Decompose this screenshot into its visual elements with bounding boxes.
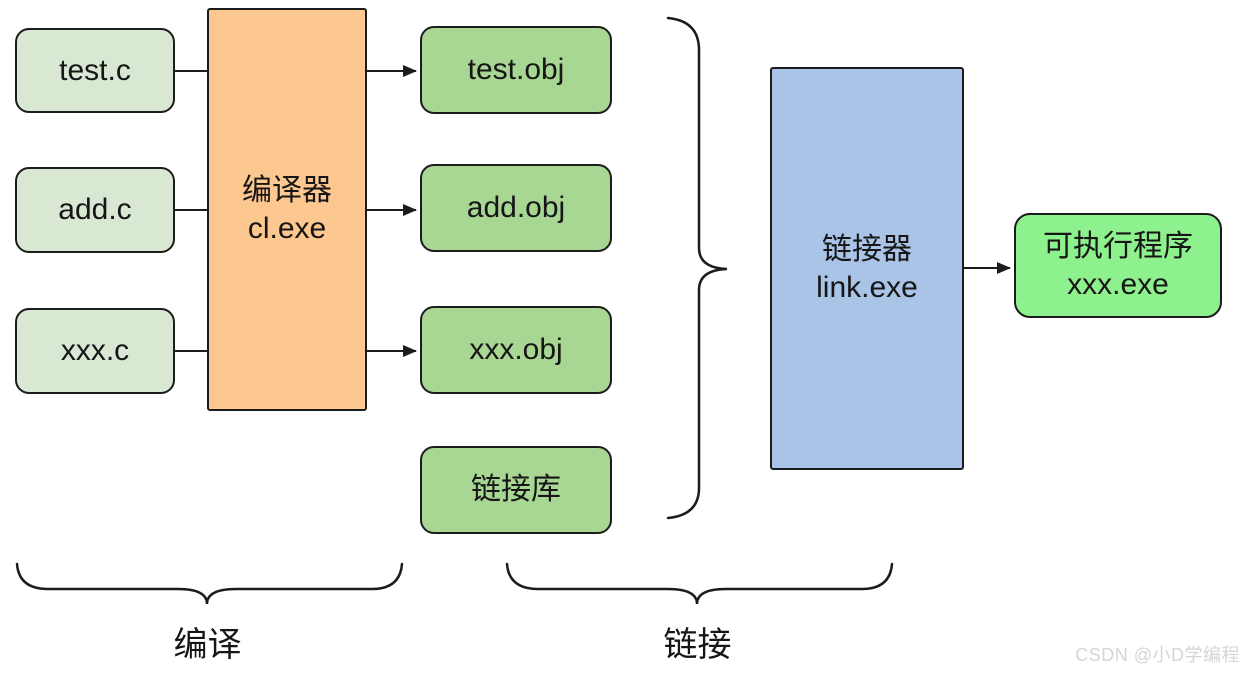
brace-objects-to-linker [666, 16, 728, 520]
object-file-test-obj: test.obj [420, 26, 612, 114]
link-library-box: 链接库 [420, 446, 612, 534]
object-file-test-obj-label: test.obj [467, 53, 565, 87]
stage-label-link: 链接 [663, 626, 732, 664]
object-file-add-obj-label: add.obj [466, 191, 566, 225]
stage-label-compile: 编译 [173, 626, 242, 664]
executable-exe-label: xxx.exe [1067, 267, 1169, 301]
executable-name-label: 可执行程序 [1043, 230, 1193, 263]
brace-link-stage [505, 562, 894, 605]
executable-box: 可执行程序 xxx.exe [1014, 213, 1222, 318]
linker-exe-label: link.exe [816, 270, 918, 304]
object-file-add-obj: add.obj [420, 164, 612, 252]
source-file-test-c-label: test.c [59, 53, 131, 87]
object-file-xxx-obj-label: xxx.obj [469, 333, 563, 367]
source-file-add-c: add.c [15, 167, 175, 253]
linker-name-label: 链接器 [822, 233, 912, 266]
compiler-exe-label: cl.exe [247, 211, 327, 245]
source-file-xxx-c: xxx.c [15, 308, 175, 394]
brace-compile-stage [15, 562, 404, 605]
csdn-watermark: CSDN @小D学编程 [1075, 645, 1240, 665]
source-file-add-c-label: add.c [58, 193, 132, 227]
linker-box: 链接器 link.exe [770, 67, 964, 470]
object-file-xxx-obj: xxx.obj [420, 306, 612, 394]
compiler-name-label: 编译器 [242, 174, 332, 207]
source-file-xxx-c-label: xxx.c [60, 334, 130, 368]
compiler-box: 编译器 cl.exe [207, 8, 367, 411]
source-file-test-c: test.c [15, 28, 175, 113]
link-library-label: 链接库 [471, 473, 561, 507]
